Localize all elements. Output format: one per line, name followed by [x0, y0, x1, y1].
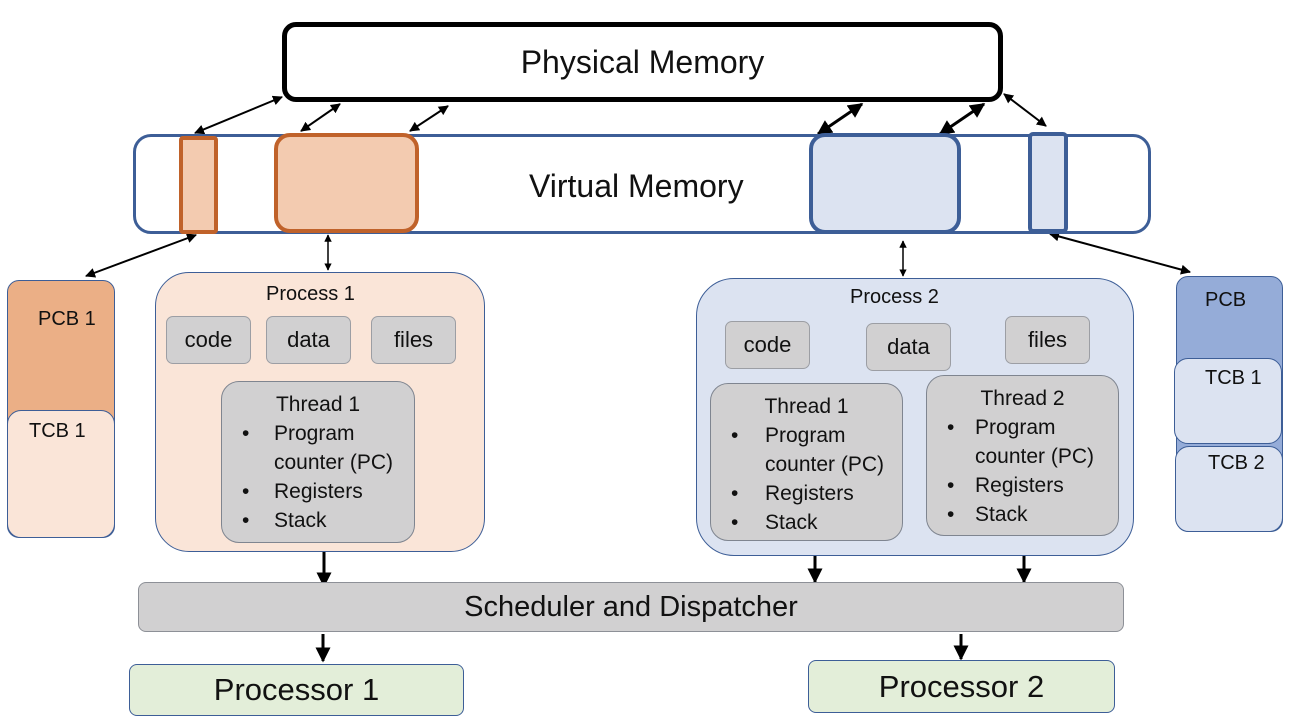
- thread-item-text: Program: [975, 416, 1056, 439]
- arrow-phys-virt-1: [194, 95, 283, 135]
- process1-thread1: Thread 1 • Program counter (PC) • Regist…: [221, 381, 415, 543]
- thread-item-text: counter (PC): [765, 453, 885, 476]
- process2-files-chip: files: [1005, 316, 1090, 364]
- bullet: •: [242, 480, 250, 503]
- process1-files-chip: files: [371, 316, 456, 364]
- process1-code-chip: code: [166, 316, 251, 364]
- process2-title: Process 2: [850, 286, 939, 308]
- thread-item-text: Registers: [765, 482, 854, 505]
- thread-item-registers: • Registers: [711, 479, 902, 508]
- tcb1-box: [7, 410, 115, 538]
- thread-item-pc: • Program counter (PC): [711, 421, 902, 479]
- tcb1-label: TCB 1: [29, 420, 86, 442]
- pcb1-label: PCB 1: [38, 308, 96, 330]
- physical-memory-label: Physical Memory: [520, 43, 765, 80]
- arrow-phys-virt-2: [300, 103, 341, 132]
- thread-item-registers: • Registers: [222, 477, 414, 506]
- thread-item-text: counter (PC): [975, 445, 1095, 468]
- pcb2-tcb2-label: TCB 2: [1208, 452, 1265, 474]
- pcb2-tcb2-box: [1175, 446, 1283, 532]
- bullet: •: [242, 422, 250, 445]
- process1-files-label: files: [393, 327, 434, 352]
- bullet: •: [731, 511, 739, 534]
- process2-data-chip: data: [866, 323, 951, 371]
- thread-item-registers: • Registers: [927, 471, 1118, 500]
- physical-memory-box: Physical Memory: [282, 22, 1003, 102]
- process1-title: Process 1: [266, 283, 355, 305]
- process1-data-label: data: [287, 327, 330, 352]
- scheduler-label: Scheduler and Dispatcher: [464, 590, 798, 623]
- process2-files-label: files: [1027, 327, 1068, 352]
- thread-title: Thread 1: [275, 393, 361, 416]
- bullet: •: [947, 474, 955, 497]
- process2-data-label: data: [887, 334, 930, 359]
- processor2-box: Processor 2: [808, 660, 1115, 713]
- process2-code-label: code: [743, 332, 792, 357]
- thread-item-text: counter (PC): [274, 451, 394, 474]
- processor1-label: Processor 1: [213, 672, 380, 707]
- process1-code-label: code: [184, 327, 233, 352]
- pcb2-tcb1-label: TCB 1: [1205, 367, 1262, 389]
- arrow-phys-virt-6: [1003, 93, 1047, 127]
- thread-item-stack: • Stack: [927, 500, 1118, 529]
- process2-thread2: Thread 2 • Program counter (PC) • Regist…: [926, 375, 1119, 536]
- bullet: •: [731, 482, 739, 505]
- thread-item-stack: • Stack: [711, 508, 902, 537]
- pcb2-label: PCB: [1205, 289, 1247, 311]
- process2-thread1: Thread 1 • Program counter (PC) • Regist…: [710, 383, 903, 541]
- bullet: •: [242, 509, 250, 532]
- process2-code-chip: code: [725, 321, 810, 369]
- thread-item-text: Program: [274, 422, 355, 445]
- thread-item-text: Stack: [765, 511, 818, 534]
- thread-title: Thread 1: [764, 395, 849, 418]
- thread-item-text: Registers: [274, 480, 363, 503]
- arrow-phys-virt-4: [816, 102, 864, 136]
- bullet: •: [947, 503, 955, 526]
- thread-item-text: Program: [765, 424, 846, 447]
- thread-item-pc: • Program counter (PC): [222, 419, 414, 477]
- thread-item-text: Registers: [975, 474, 1064, 497]
- arrow-phys-virt-3: [409, 105, 449, 132]
- thread-item-text: Stack: [274, 509, 327, 532]
- arrow-phys-virt-5: [938, 102, 986, 136]
- thread-item-stack: • Stack: [222, 506, 414, 535]
- scheduler-dispatcher-bar: Scheduler and Dispatcher: [138, 582, 1124, 632]
- virtual-memory-label: Virtual Memory: [529, 168, 744, 204]
- processor2-label: Processor 2: [878, 668, 1045, 704]
- processor1-box: Processor 1: [129, 664, 464, 716]
- thread-item-text: Stack: [975, 503, 1028, 526]
- thread-item-pc: • Program counter (PC): [927, 413, 1118, 471]
- process1-data-chip: data: [266, 316, 351, 364]
- vm-segment-p1-large: [274, 133, 419, 233]
- vm-segment-p1-small: [179, 136, 218, 234]
- arrow-virt-pcb2: [1049, 231, 1191, 275]
- vm-segment-p2-small: [1028, 132, 1068, 233]
- vm-segment-p2-large: [809, 133, 961, 234]
- arrow-virt-pcb1: [85, 233, 197, 278]
- bullet: •: [731, 424, 739, 447]
- pcb2-tcb1-box: [1174, 358, 1282, 444]
- bullet: •: [947, 416, 955, 439]
- thread-title: Thread 2: [980, 387, 1065, 410]
